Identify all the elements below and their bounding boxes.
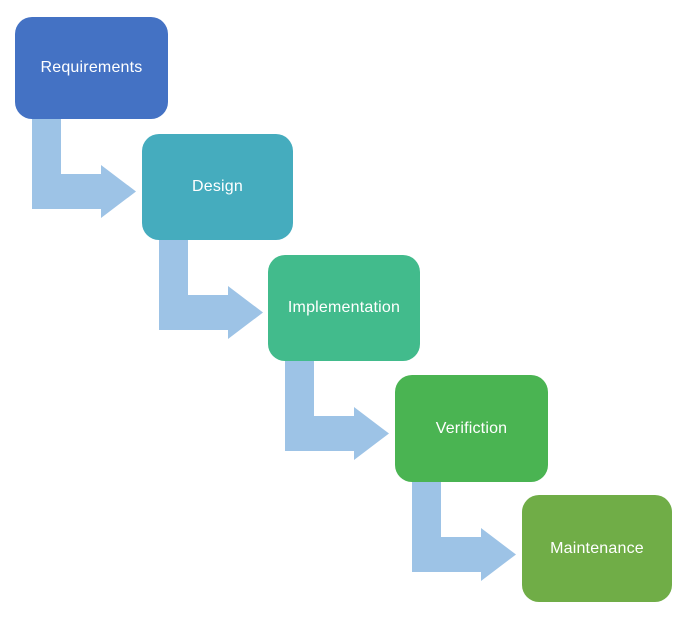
stage-design-label: Design xyxy=(191,178,243,195)
stage-design: Design xyxy=(142,134,293,240)
stage-maintenance: Maintenance xyxy=(522,495,672,602)
bent-arrow-icon xyxy=(412,482,516,581)
stage-requirements: Requirements xyxy=(15,17,168,119)
stage-implementation-label: Implementation xyxy=(287,299,401,316)
bent-arrow-implementation-to-verifiction xyxy=(285,361,389,460)
bent-arrow-icon xyxy=(32,119,136,218)
bent-arrow-icon xyxy=(285,361,389,460)
bent-arrow-verifiction-to-maintenance xyxy=(412,482,516,581)
bent-arrow-design-to-implementation xyxy=(159,240,263,339)
stage-maintenance-label: Maintenance xyxy=(550,539,644,557)
bent-arrow-icon xyxy=(159,240,263,339)
bent-arrow-requirements-to-design xyxy=(32,119,136,218)
stage-verifiction-label: Verifiction xyxy=(435,419,508,437)
stage-implementation: Implementation xyxy=(268,255,420,361)
stage-requirements-label: Requirements xyxy=(40,59,143,76)
stage-verifiction: Verifiction xyxy=(395,375,548,482)
